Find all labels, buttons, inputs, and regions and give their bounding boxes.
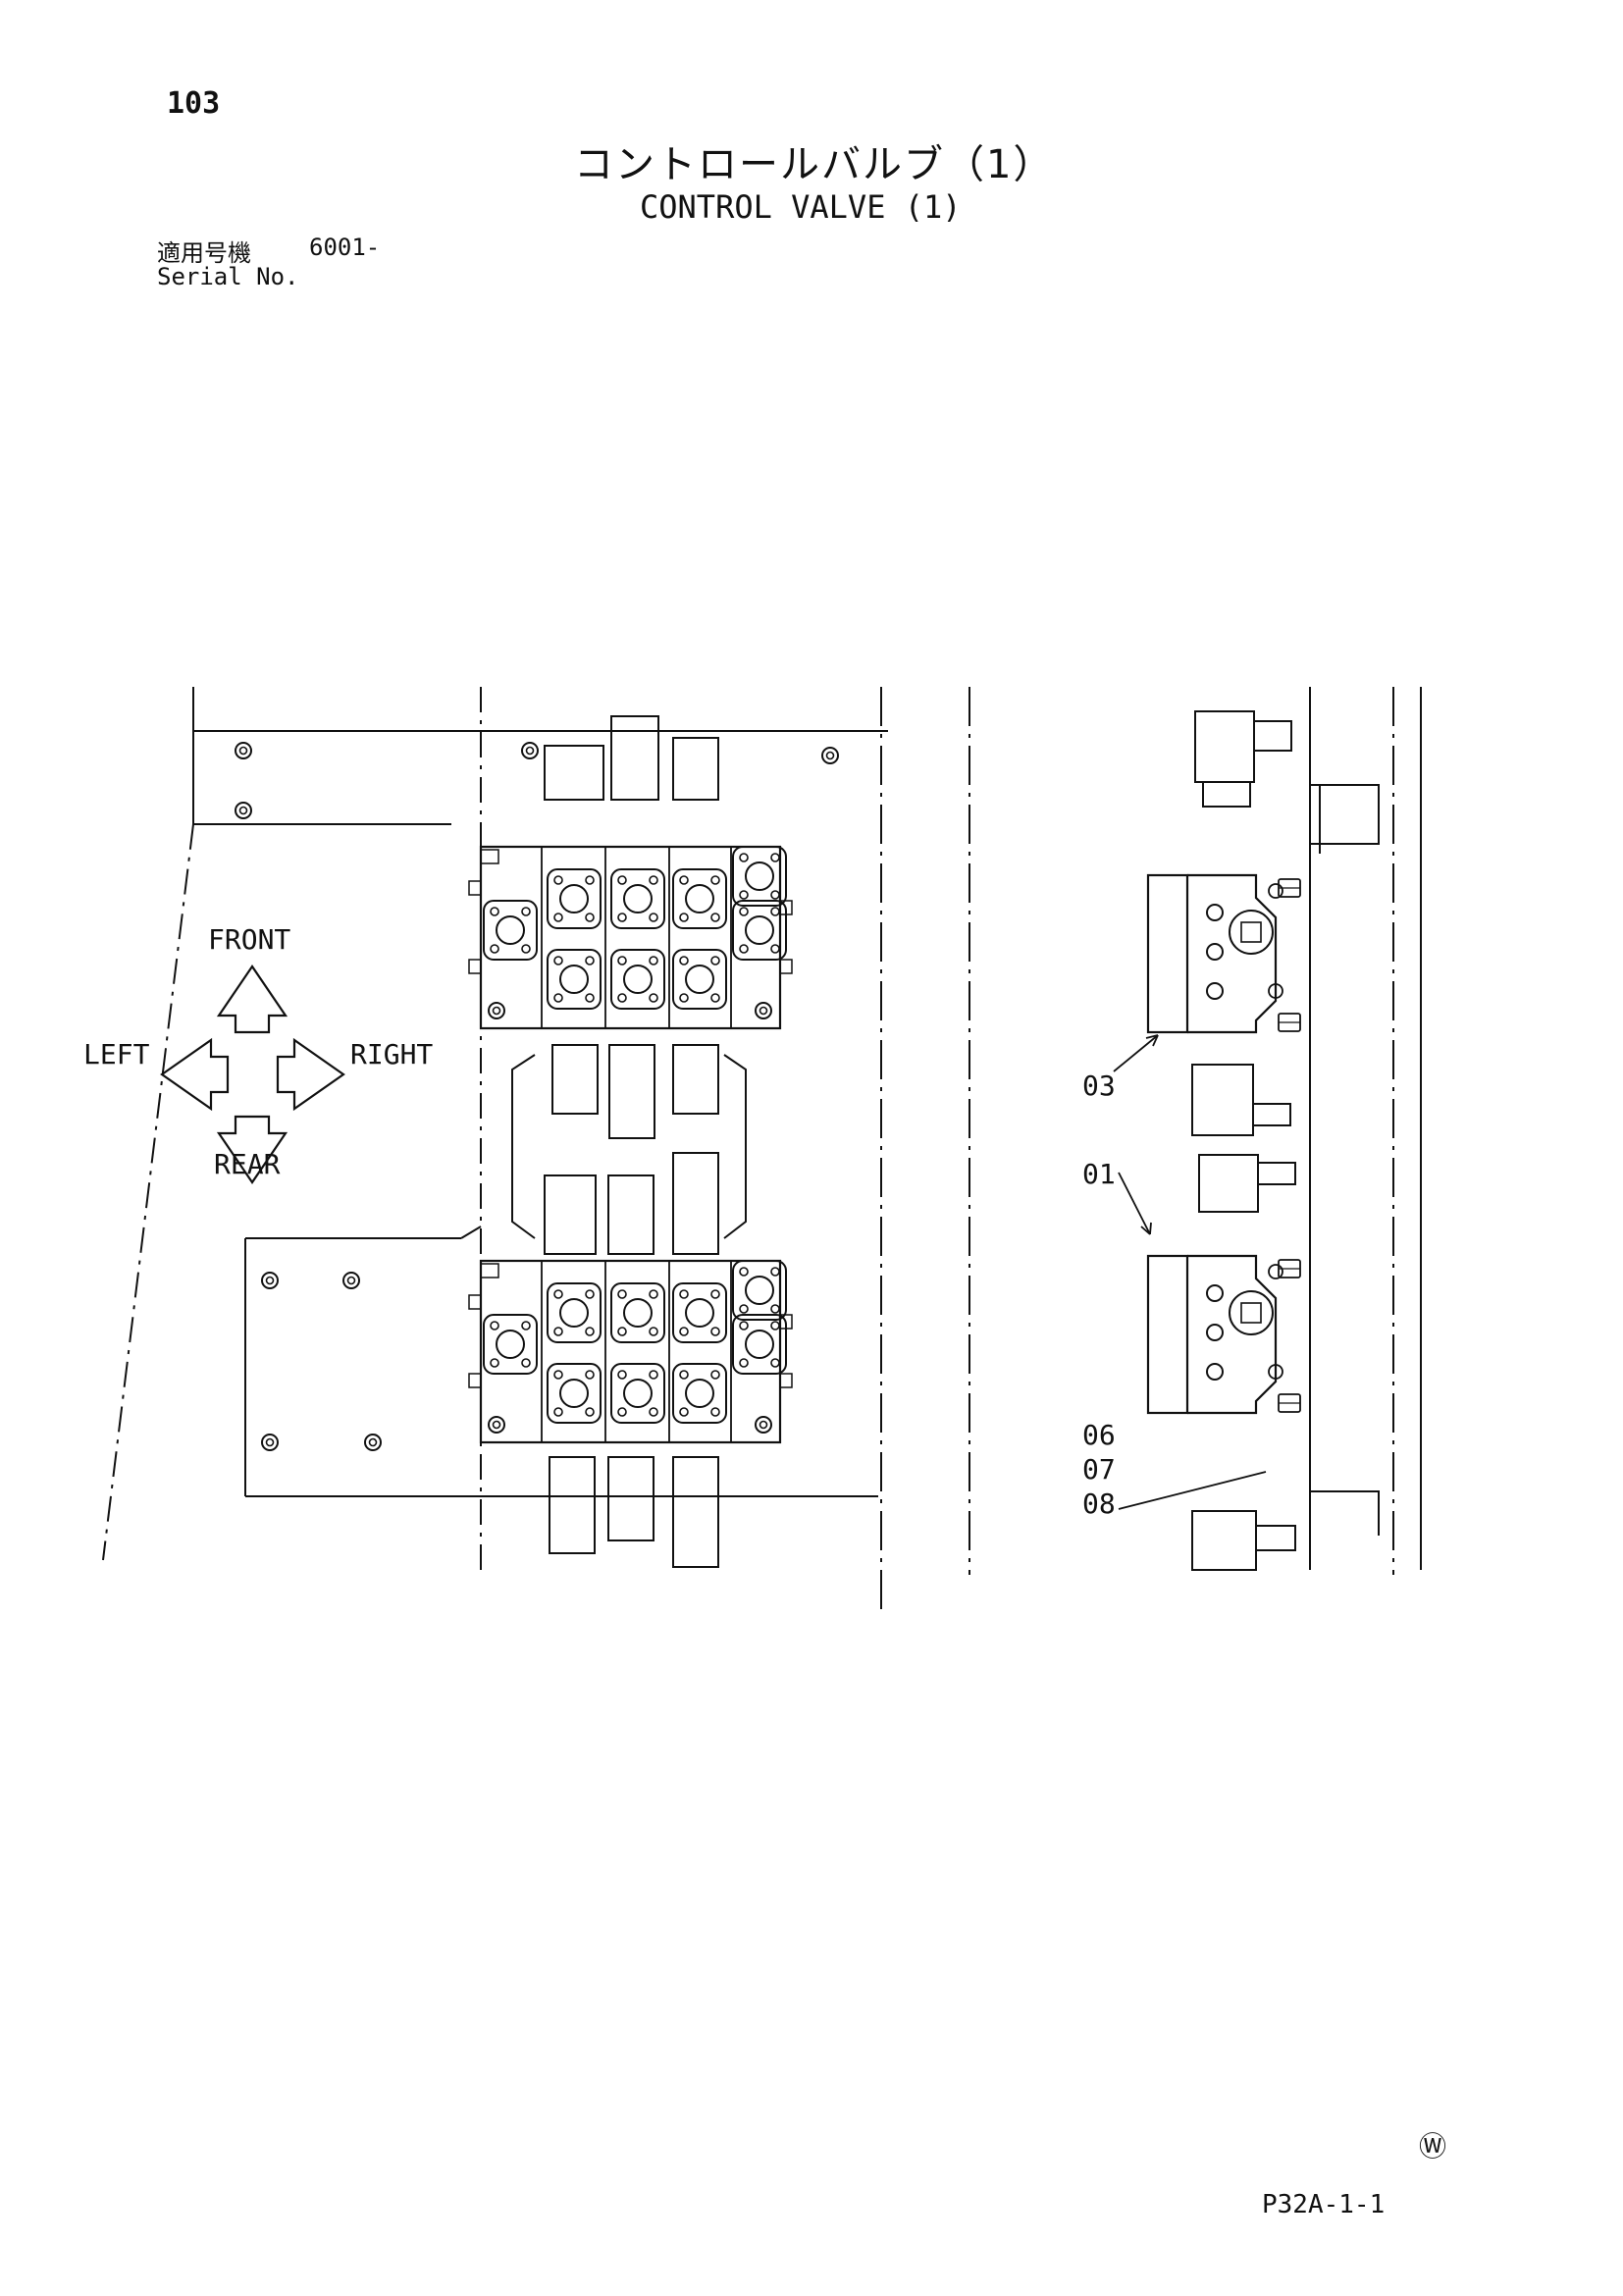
callout-03: 03: [1082, 1070, 1116, 1102]
compass-front-label: FRONT: [208, 923, 290, 956]
title-japanese: コントロールバルブ（1）: [574, 142, 1055, 187]
direction-compass: [160, 965, 345, 1184]
w-stamp-icon: Ⓦ: [1419, 2130, 1447, 2163]
control-valve-lower: [469, 1152, 792, 1568]
serial-label-english: Serial No.: [157, 263, 299, 290]
callout-01: 01: [1082, 1158, 1116, 1190]
serial-label-japanese: 適用号機: [157, 239, 251, 267]
page-number: 103: [167, 86, 221, 121]
compass-left-label: LEFT: [83, 1038, 150, 1070]
callout-leaders: [1113, 1034, 1267, 1510]
control-valve-upper: [469, 715, 792, 1139]
pipe-left: [511, 1054, 536, 1239]
side-view: [1148, 687, 1422, 1575]
callout-06: 06: [1082, 1419, 1116, 1451]
title-english: CONTROL VALVE (1): [640, 188, 962, 226]
page-code: P32A-1-1: [1262, 2190, 1386, 2219]
pipe-right: [723, 1054, 747, 1239]
compass-right-label: RIGHT: [350, 1038, 433, 1070]
frame-outline: [102, 687, 970, 1609]
callout-07: 07: [1082, 1453, 1116, 1486]
compass-rear-label: REAR: [214, 1148, 281, 1180]
serial-value: 6001-: [309, 234, 381, 261]
callout-08: 08: [1082, 1487, 1116, 1520]
